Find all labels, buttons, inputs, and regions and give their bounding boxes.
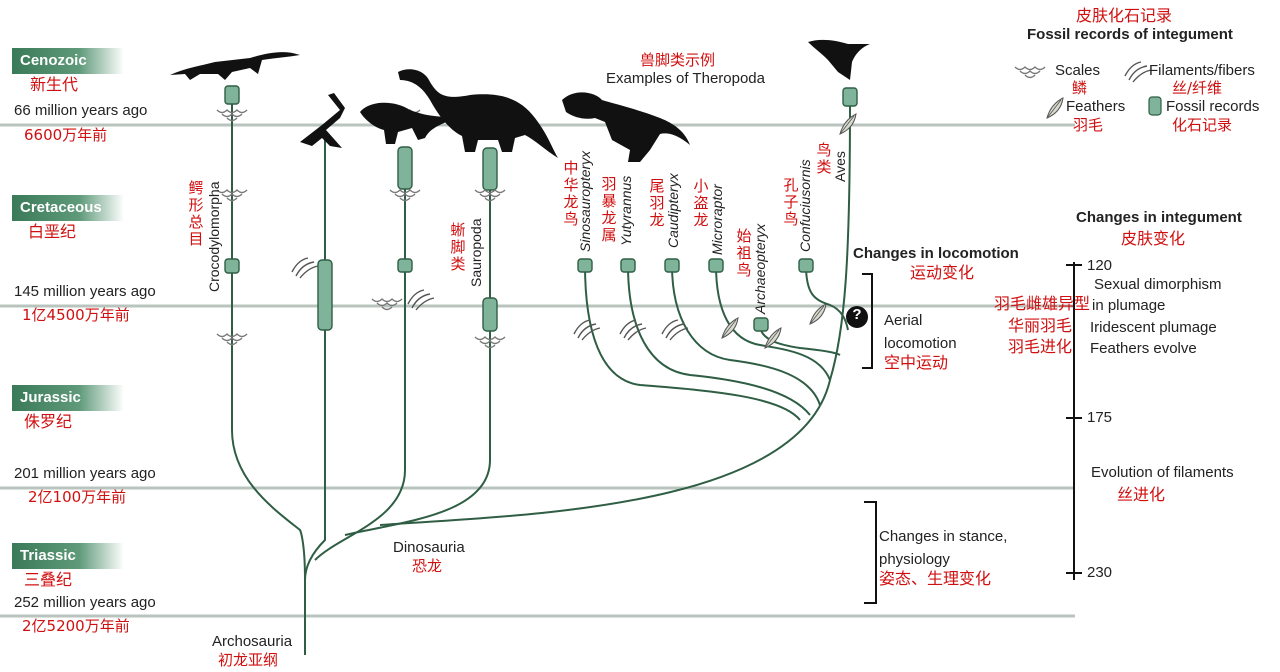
- taxon-archosauria: Archosauria: [212, 633, 293, 650]
- boundary-66: 66 million years ago: [14, 102, 148, 119]
- dimorphism-line2: in plumage: [1092, 297, 1166, 314]
- locomotion-title-cn: 运动变化: [910, 263, 975, 282]
- phylogenetic-tree: [231, 100, 851, 655]
- taxon-yutyrannus-cn: 羽暴龙属: [601, 175, 617, 244]
- iridescent-plumage: Iridescent plumage: [1090, 319, 1217, 336]
- feathers-evolve: Feathers evolve: [1090, 340, 1197, 357]
- taxon-caudipteryx-cn: 尾羽龙: [649, 177, 665, 229]
- era-label-triassic: Triassic: [12, 543, 124, 569]
- taxon-dinosauria-cn: 恐龙: [412, 557, 443, 575]
- taxon-confuciusornis-cn: 孔子鸟: [783, 176, 799, 228]
- taxon-aves-cn: 鸟类: [816, 141, 832, 176]
- era-cn-cretaceous: 白垩纪: [28, 222, 77, 241]
- taxon-caudipteryx: Caudipteryx: [665, 173, 681, 248]
- axis-tick-175: 175: [1087, 409, 1113, 426]
- taxon-archaeopteryx: Archaeopteryx: [752, 223, 768, 314]
- taxon-yutyrannus: Yutyrannus: [618, 175, 634, 246]
- feathers-evolve-cn: 羽毛进化: [1008, 337, 1073, 356]
- taxon-sinosauropteryx-cn: 中华龙鸟: [563, 159, 579, 228]
- axis-tick-120: 120: [1087, 257, 1113, 274]
- dimorphism-line1: Sexual dimorphism: [1094, 276, 1222, 293]
- legend-feathers-cn: 羽毛: [1073, 116, 1104, 134]
- boundary-201-cn: 2亿100万年前: [28, 488, 127, 506]
- taxon-aves: Aves: [832, 151, 848, 182]
- locomotion-bracket: [862, 273, 877, 604]
- iridescent-cn: 华丽羽毛: [1008, 316, 1073, 335]
- legend-fossil-cn: 化石记录: [1172, 116, 1233, 134]
- legend-filaments: Filaments/fibers: [1149, 62, 1255, 79]
- legend-feathers: Feathers: [1066, 98, 1126, 115]
- integument-symbols: [216, 61, 1162, 349]
- legend-scales-cn: 鳞: [1072, 79, 1088, 97]
- filaments-evolution: Evolution of filaments: [1091, 464, 1234, 481]
- era-cn-cenozoic: 新生代: [30, 75, 79, 94]
- taxon-crocodylomorpha: Crocodylomorpha: [206, 181, 222, 293]
- boundary-201: 201 million years ago: [14, 465, 156, 482]
- era-cn-jurassic: 侏罗纪: [24, 412, 73, 431]
- era-label-cenozoic: Cenozoic: [12, 48, 124, 74]
- integument-title: Changes in integument: [1076, 209, 1242, 226]
- taxon-archosauria-cn: 初龙亚纲: [218, 651, 279, 669]
- taxon-microraptor: Microraptor: [709, 184, 725, 255]
- boundary-66-cn: 6600万年前: [24, 126, 108, 144]
- dimorphism-cn: 羽毛雌雄异型: [994, 294, 1091, 313]
- boundary-145-cn: 1亿4500万年前: [22, 306, 130, 324]
- taxon-microraptor-cn: 小盗龙: [693, 177, 709, 229]
- boundary-145: 145 million years ago: [14, 283, 156, 300]
- stance-line1: Changes in stance,: [879, 528, 1008, 545]
- taxon-sauropoda: Sauropoda: [468, 218, 484, 287]
- taxon-dinosauria: Dinosauria: [393, 539, 465, 556]
- legend-filaments-cn: 丝/纤维: [1172, 79, 1223, 97]
- question-icon: [846, 306, 868, 328]
- taxon-confuciusornis: Confuciusornis: [797, 159, 813, 252]
- integument-title-cn: 皮肤变化: [1121, 229, 1186, 248]
- integument-axis: [1066, 262, 1082, 580]
- taxon-sauropoda-cn: 蜥脚类: [450, 221, 466, 273]
- theropoda-label: Examples of Theropoda: [606, 70, 765, 87]
- theropoda-cn: 兽脚类示例: [640, 51, 716, 69]
- legend-scales: Scales: [1055, 62, 1101, 79]
- boundary-252: 252 million years ago: [14, 594, 156, 611]
- era-label-cretaceous: Cretaceous: [12, 195, 124, 221]
- era-label-jurassic: Jurassic: [12, 385, 124, 411]
- legend-title: Fossil records of integument: [1027, 26, 1233, 43]
- era-cn-triassic: 三叠纪: [24, 570, 73, 589]
- legend-title-cn: 皮肤化石记录: [1076, 6, 1173, 25]
- stance-line2: physiology: [879, 551, 950, 568]
- stance-cn: 姿态、生理变化: [879, 569, 992, 588]
- aerial-line1: Aerial: [884, 312, 923, 329]
- legend-fossil: Fossil records: [1166, 98, 1260, 115]
- aerial-cn: 空中运动: [884, 353, 949, 372]
- question-mark: ?: [852, 306, 862, 323]
- locomotion-title: Changes in locomotion: [853, 245, 1019, 262]
- taxon-archaeopteryx-cn: 始祖鸟: [736, 227, 752, 279]
- filaments-evolution-cn: 丝进化: [1117, 485, 1166, 504]
- axis-tick-230: 230: [1087, 564, 1113, 581]
- aerial-line2: locomotion: [884, 335, 957, 352]
- taxon-sinosauropteryx: Sinosauropteryx: [577, 150, 593, 252]
- animal-silhouettes: [170, 39, 870, 162]
- taxon-crocodylomorpha-cn: 鳄形总目: [188, 179, 204, 248]
- fossil-record-bars: [224, 85, 858, 332]
- boundary-252-cn: 2亿5200万年前: [22, 617, 130, 635]
